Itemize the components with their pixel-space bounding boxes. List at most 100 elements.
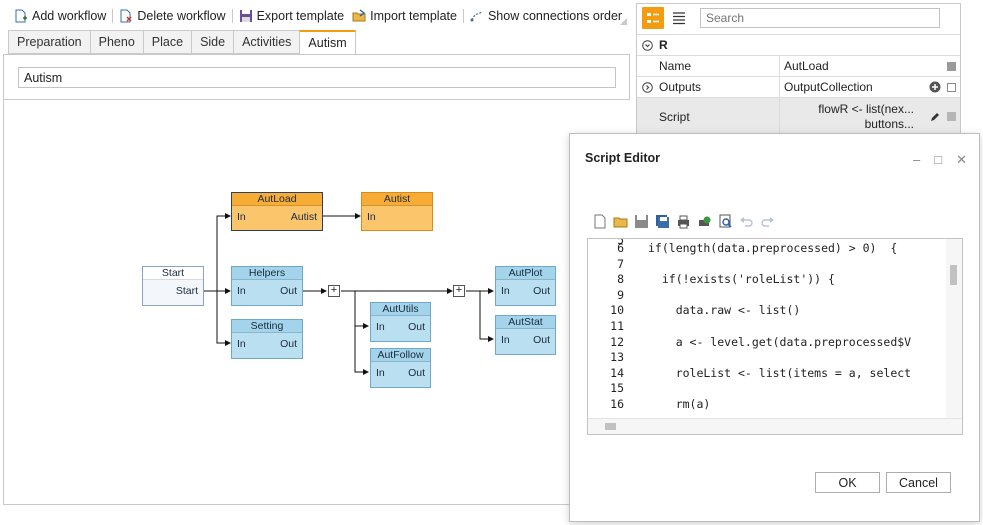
add-circle-icon[interactable]	[929, 81, 941, 93]
line-number: 9	[617, 287, 624, 302]
code-line[interactable]: 13	[588, 350, 946, 366]
code-line[interactable]: 7	[588, 257, 946, 273]
output-port[interactable]: Out	[408, 321, 425, 333]
alphabetical-list-icon[interactable]	[672, 11, 686, 25]
join-symbol: +	[330, 284, 338, 296]
input-port[interactable]: In	[237, 338, 246, 350]
node-autist[interactable]: Autist In	[361, 192, 433, 231]
expand-icon[interactable]	[642, 81, 653, 93]
find-icon[interactable]	[718, 214, 733, 229]
undo-icon[interactable]	[739, 214, 754, 229]
output-port[interactable]: Out	[408, 367, 425, 379]
output-port[interactable]: Out	[280, 338, 297, 350]
output-port[interactable]: Out	[533, 334, 550, 346]
horizontal-scrollbar[interactable]	[588, 418, 962, 434]
line-number: 8	[617, 272, 624, 287]
output-port[interactable]: Out	[533, 285, 550, 297]
input-port[interactable]: In	[237, 211, 246, 223]
maximize-icon[interactable]: □	[934, 152, 943, 167]
new-file-icon[interactable]	[592, 214, 607, 229]
input-port[interactable]: In	[501, 285, 510, 297]
toolbar-divider	[112, 9, 114, 23]
property-key: Name	[659, 59, 692, 73]
node-autfollow[interactable]: AutFollow In Out	[370, 348, 431, 388]
tab-label: Activities	[242, 35, 292, 49]
properties-panel: R Name AutLoad Outputs OutputCollection …	[636, 3, 961, 135]
property-row-name[interactable]: Name AutLoad	[637, 55, 960, 76]
ok-button[interactable]: OK	[815, 472, 880, 493]
output-port[interactable]: Autist	[290, 211, 317, 223]
code-line[interactable]: 12 a <- level.get(data.preprocessed$V	[588, 335, 946, 351]
output-port[interactable]: Out	[280, 285, 297, 297]
code-line[interactable]: 8 if(!exists('roleList')) {	[588, 272, 946, 288]
output-port[interactable]: Start	[175, 285, 198, 297]
tab-label: Side	[200, 35, 226, 49]
node-title: Setting	[232, 320, 302, 333]
save-icon[interactable]	[634, 214, 649, 229]
code-line[interactable]: 10 data.raw <- list()	[588, 303, 946, 319]
export-template-button[interactable]: Export template	[235, 9, 349, 23]
categorized-view-button[interactable]	[642, 7, 664, 29]
code-line[interactable]: 9	[588, 288, 946, 304]
join-node[interactable]: +	[453, 285, 465, 297]
code-line[interactable]: 5	[588, 239, 946, 247]
input-port[interactable]: In	[237, 285, 246, 297]
tab-activities[interactable]: Activities	[233, 30, 300, 54]
code-line[interactable]: 11	[588, 319, 946, 335]
add-workflow-button[interactable]: Add workflow	[10, 9, 110, 23]
tab-panel	[3, 54, 630, 100]
property-row-outputs[interactable]: Outputs OutputCollection	[637, 76, 960, 97]
workflow-name-input[interactable]	[18, 67, 616, 88]
input-port[interactable]: In	[501, 334, 510, 346]
tab-side[interactable]: Side	[191, 30, 234, 54]
redo-icon[interactable]	[760, 214, 775, 229]
property-value[interactable]: AutLoad	[779, 56, 918, 76]
scrollbar-thumb[interactable]	[605, 423, 616, 430]
open-folder-icon[interactable]	[613, 214, 628, 229]
cancel-button[interactable]: Cancel	[886, 472, 951, 493]
input-port[interactable]: In	[376, 367, 385, 379]
join-node[interactable]: +	[328, 285, 340, 297]
node-start[interactable]: Start Start	[142, 266, 204, 306]
property-value[interactable]: flowR <- list(nex... buttons...	[779, 98, 918, 135]
tab-pheno[interactable]: Pheno	[89, 30, 143, 54]
tab-preparation[interactable]: Preparation	[8, 30, 90, 54]
minimize-icon[interactable]: –	[913, 152, 921, 167]
close-icon[interactable]: ✕	[956, 152, 967, 167]
code-text: if(!exists('roleList')) {	[648, 272, 835, 287]
import-template-button[interactable]: Import template	[348, 9, 461, 23]
show-connections-order-button[interactable]: Show connections order	[466, 9, 626, 23]
tab-autism[interactable]: Autism	[299, 30, 356, 55]
code-line[interactable]: 14 roleList <- list(items = a, select	[588, 366, 946, 382]
code-line[interactable]: 16 rm(a)	[588, 397, 946, 413]
property-value[interactable]: OutputCollection	[779, 77, 918, 97]
node-setting[interactable]: Setting In Out	[231, 319, 303, 359]
code-line[interactable]: 15	[588, 381, 946, 397]
print-icon[interactable]	[676, 214, 691, 229]
property-row-script[interactable]: Script flowR <- list(nex... buttons...	[637, 97, 960, 135]
delete-workflow-button[interactable]: Delete workflow	[115, 9, 229, 23]
print-preview-icon[interactable]	[697, 214, 712, 229]
line-number: 5	[617, 239, 624, 247]
line-number: 14	[610, 365, 624, 380]
tab-place[interactable]: Place	[142, 30, 192, 54]
node-title: AutFollow	[371, 349, 430, 362]
input-port[interactable]: In	[376, 321, 385, 333]
category-row[interactable]: R	[637, 34, 960, 55]
vertical-scrollbar[interactable]	[946, 239, 962, 419]
property-key: Script	[659, 109, 690, 124]
edit-pencil-icon[interactable]	[929, 111, 941, 123]
properties-search-input[interactable]	[700, 8, 940, 28]
scrollbar-thumb[interactable]	[950, 265, 957, 285]
input-port[interactable]: In	[367, 211, 376, 223]
save-all-icon[interactable]	[655, 214, 670, 229]
add-workflow-label: Add workflow	[32, 9, 107, 23]
